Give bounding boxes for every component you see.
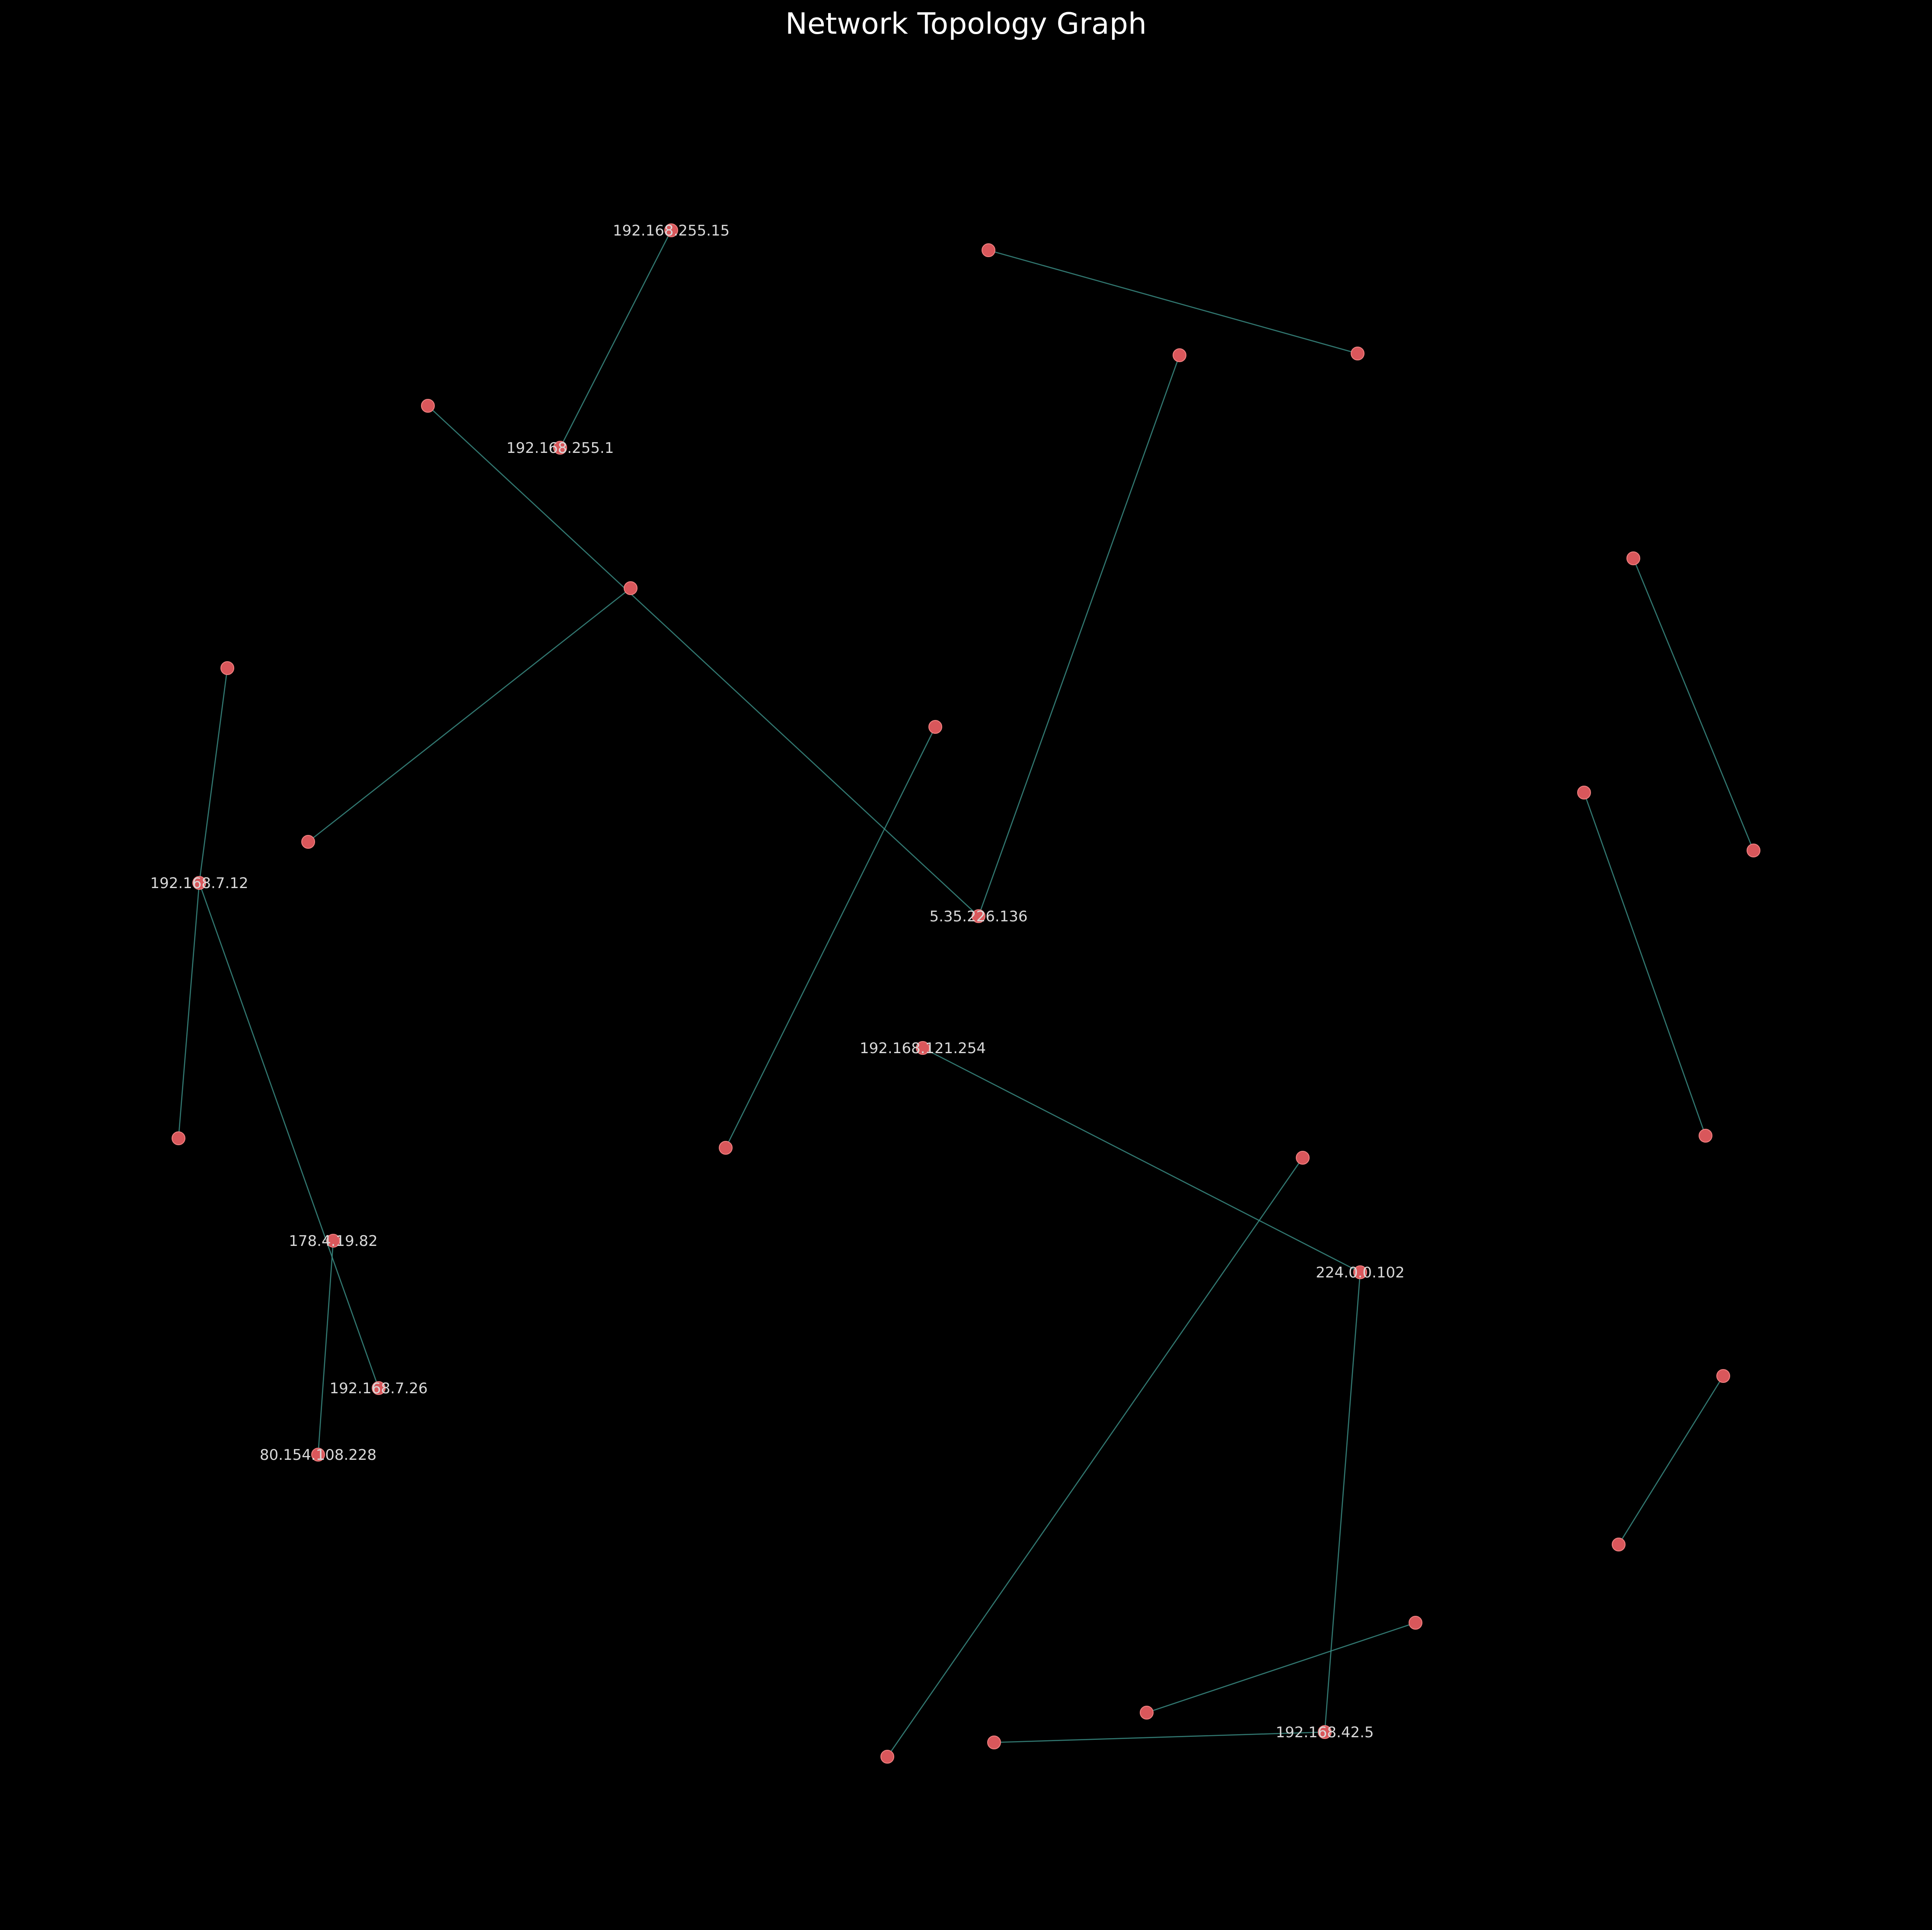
edge-n27-n28 bbox=[1583, 792, 1706, 1136]
node-n28[interactable] bbox=[1699, 1129, 1712, 1143]
node-n13[interactable] bbox=[326, 1234, 340, 1248]
node-n3[interactable] bbox=[982, 243, 995, 257]
node-n21[interactable] bbox=[1140, 1706, 1154, 1720]
edge-n16-n17 bbox=[725, 726, 936, 1148]
node-label-n13: 178.4.19.82 bbox=[289, 1233, 377, 1250]
node-n9[interactable] bbox=[301, 835, 315, 849]
node-n20[interactable] bbox=[1318, 1725, 1332, 1739]
node-n14[interactable] bbox=[372, 1381, 386, 1395]
edge-n1-n2 bbox=[559, 230, 672, 448]
node-n15[interactable] bbox=[311, 1448, 325, 1462]
edge-n6-n7 bbox=[427, 405, 979, 917]
node-n24[interactable] bbox=[880, 1750, 894, 1764]
node-n1[interactable] bbox=[664, 223, 678, 237]
node-n27[interactable] bbox=[1577, 786, 1591, 799]
node-label-n1: 192.168.255.15 bbox=[613, 222, 730, 239]
node-n7[interactable] bbox=[972, 909, 985, 923]
node-n16[interactable] bbox=[928, 720, 942, 734]
node-n8[interactable] bbox=[624, 581, 638, 595]
node-n12[interactable] bbox=[172, 1131, 185, 1145]
edge-n18-n19 bbox=[922, 1047, 1361, 1273]
edge-n20-n31 bbox=[994, 1731, 1325, 1743]
node-label-n18: 192.168.121.254 bbox=[860, 1040, 986, 1057]
node-label-n2: 192.168.255.1 bbox=[507, 440, 614, 457]
node-label-n11: 192.168.7.12 bbox=[150, 875, 248, 892]
node-n26[interactable] bbox=[1747, 844, 1760, 857]
node-label-n14: 192.168.7.26 bbox=[329, 1380, 427, 1397]
node-n17[interactable] bbox=[719, 1141, 733, 1155]
node-n6[interactable] bbox=[421, 399, 435, 413]
node-n25[interactable] bbox=[1626, 551, 1640, 565]
edge-n11-n14 bbox=[198, 882, 379, 1389]
node-label-n19: 224.0.0.102 bbox=[1316, 1264, 1404, 1281]
node-n5[interactable] bbox=[1173, 348, 1186, 362]
edge-n29-n30 bbox=[1618, 1376, 1724, 1545]
edge-n13-n15 bbox=[317, 1240, 334, 1455]
node-n4[interactable] bbox=[1351, 347, 1365, 360]
graph-title: Network Topology Graph bbox=[785, 7, 1147, 41]
edge-n23-n24 bbox=[886, 1157, 1304, 1757]
node-n19[interactable] bbox=[1353, 1265, 1367, 1279]
node-n23[interactable] bbox=[1296, 1151, 1310, 1165]
node-label-n7: 5.35.226.136 bbox=[929, 908, 1027, 925]
node-n11[interactable] bbox=[192, 876, 206, 890]
edge-n8-n9 bbox=[308, 587, 631, 843]
edge-n5-n7 bbox=[978, 355, 1180, 917]
node-n29[interactable] bbox=[1716, 1369, 1730, 1383]
node-n22[interactable] bbox=[1409, 1616, 1422, 1630]
labels-group: 192.168.255.15 192.168.255.1 5.35.226.136 1… bbox=[150, 222, 1404, 1741]
edges-group bbox=[178, 230, 1754, 1757]
edge-n21-n22 bbox=[1146, 1622, 1416, 1713]
node-n30[interactable] bbox=[1612, 1538, 1626, 1551]
edge-n10-n11 bbox=[198, 668, 228, 883]
node-label-n20: 192.168.42.5 bbox=[1275, 1724, 1374, 1741]
node-n31[interactable] bbox=[987, 1736, 1001, 1749]
node-label-n15: 80.154.108.228 bbox=[260, 1446, 376, 1464]
edge-n25-n26 bbox=[1632, 558, 1754, 851]
edge-n3-n4 bbox=[988, 249, 1358, 354]
node-n2[interactable] bbox=[553, 441, 567, 455]
node-n10[interactable] bbox=[220, 661, 234, 675]
edge-n19-n20 bbox=[1324, 1272, 1361, 1733]
edge-n11-n12 bbox=[178, 882, 200, 1139]
nodes-group bbox=[172, 223, 1760, 1764]
node-n18[interactable] bbox=[916, 1041, 930, 1055]
